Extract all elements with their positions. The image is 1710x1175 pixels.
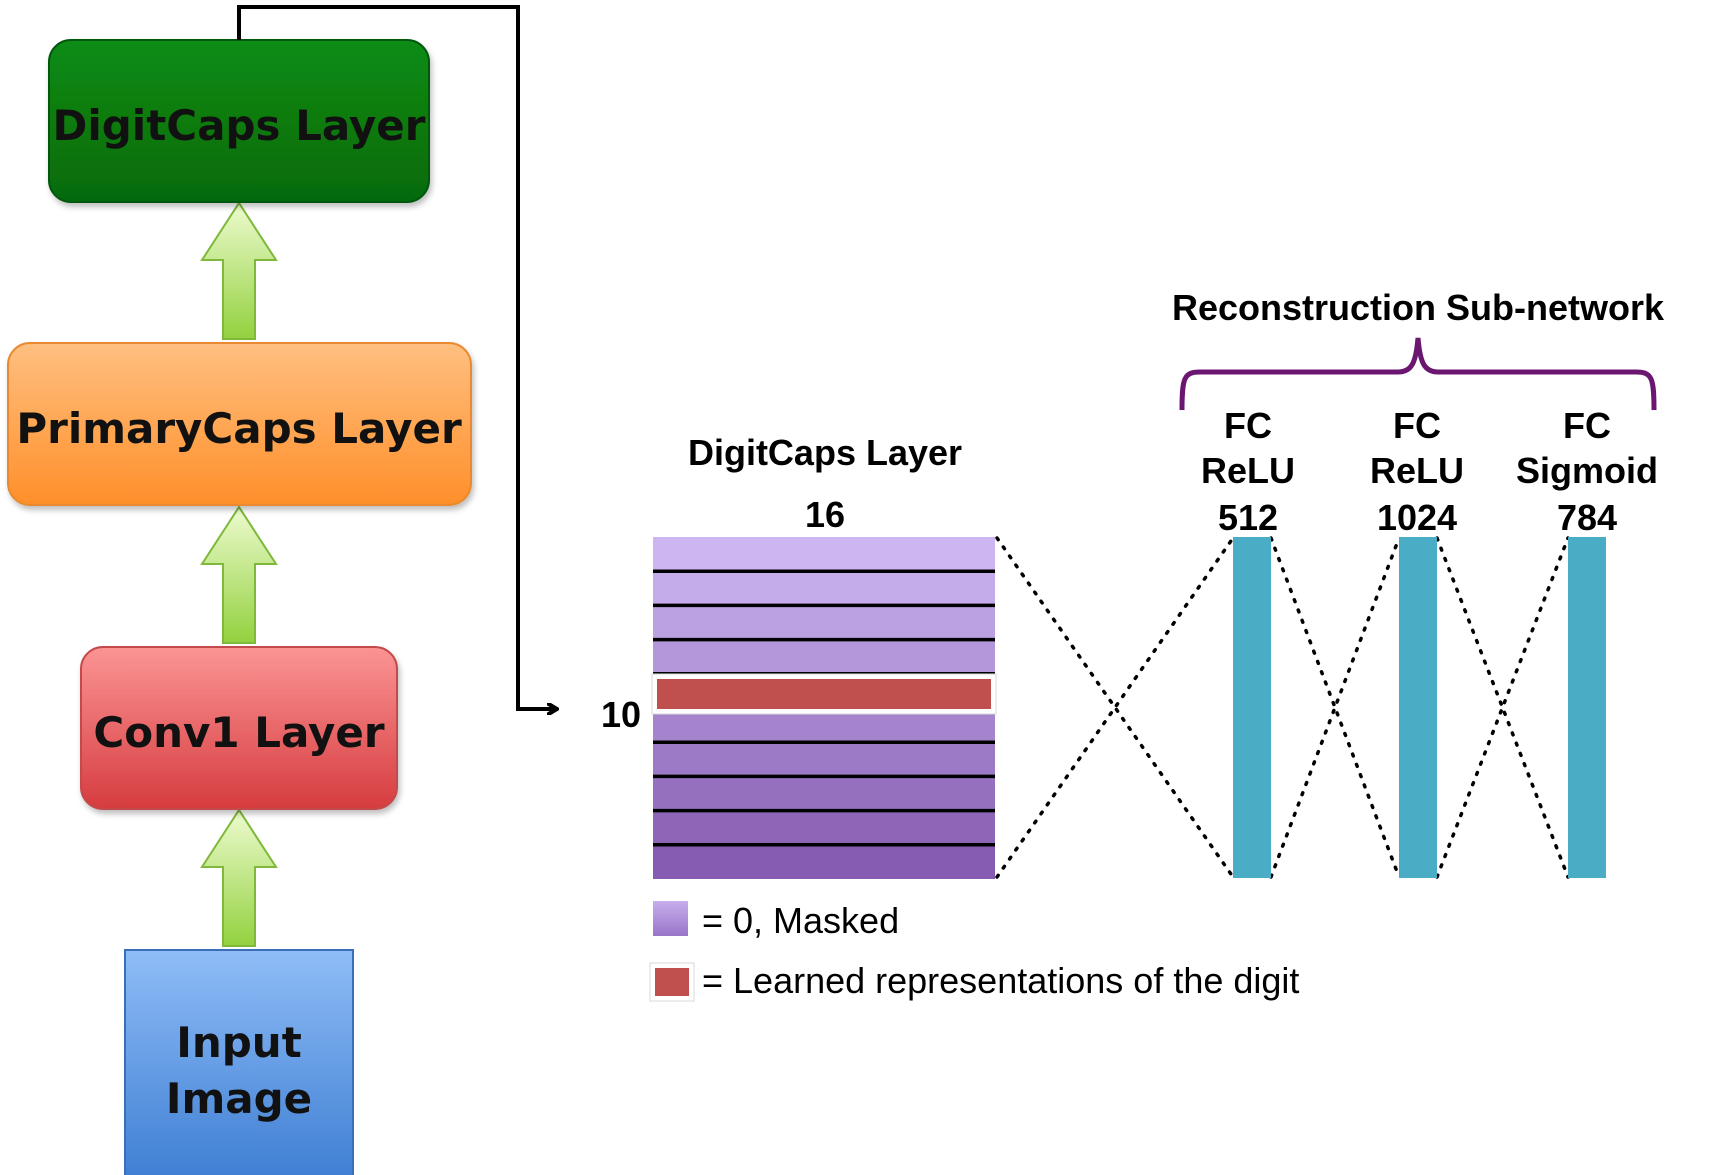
matrix-row [653, 537, 995, 572]
digitcaps-layer-label: DigitCaps Layer [52, 101, 425, 150]
encoder-stack: Input Image Conv1 Layer PrimaryCaps Laye… [7, 39, 472, 1175]
dotted-connections [995, 536, 1570, 879]
fc-layer-1-type: FC [1224, 405, 1272, 446]
dotted-connection-line [995, 536, 1235, 879]
learned-representation-row [651, 673, 997, 715]
matrix-row [653, 605, 995, 640]
fc-layer-3-type: FC [1563, 405, 1611, 446]
fc-layer-2: FC ReLU 1024 [1370, 405, 1464, 878]
fc-layer-1: FC ReLU 512 [1201, 405, 1295, 878]
fc-layer-1-bar [1233, 537, 1271, 878]
legend-learned-label: = Learned representations of the digit [702, 960, 1299, 1001]
matrix-columns-label: 16 [805, 494, 845, 535]
fc-layer-1-activation: ReLU [1201, 450, 1295, 491]
reconstruction-brace [1179, 337, 1657, 411]
legend-masked-swatch [653, 901, 688, 936]
legend: = 0, Masked = Learned representations of… [649, 900, 1299, 1002]
fc-layer-2-activation: ReLU [1370, 450, 1464, 491]
conv1-layer-label: Conv1 Layer [93, 708, 384, 757]
legend-item-learned: = Learned representations of the digit [649, 960, 1299, 1002]
up-arrow-conv1-to-primarycaps [200, 505, 278, 644]
fc-layer-3: FC Sigmoid 784 [1516, 405, 1658, 878]
legend-learned-swatch [655, 968, 689, 996]
fc-layer-2-type: FC [1393, 405, 1441, 446]
primarycaps-layer-box [7, 342, 472, 506]
matrix-row [653, 571, 995, 606]
digitcaps-to-matrix-connector [237, 5, 557, 709]
reconstruction-subnetwork: Reconstruction Sub-network FC ReLU 512 F… [1172, 287, 1665, 878]
digitcaps-matrix: DigitCaps Layer 16 10 [601, 432, 997, 879]
matrix-rows-label: 10 [601, 694, 641, 735]
fc-layer-2-bar [1399, 537, 1437, 878]
up-arrow-primarycaps-to-digitcaps [200, 201, 278, 340]
input-image-label-line1: Input [176, 1018, 302, 1067]
legend-masked-label: = 0, Masked [702, 900, 899, 941]
matrix-row [653, 639, 995, 674]
legend-item-masked: = 0, Masked [653, 900, 899, 941]
up-arrow-input-to-conv1 [200, 808, 278, 947]
matrix-title: DigitCaps Layer [688, 432, 962, 473]
reconstruction-title: Reconstruction Sub-network [1172, 287, 1665, 328]
matrix-row [653, 742, 995, 777]
dotted-connection-line [995, 536, 1235, 879]
matrix-row [653, 776, 995, 811]
fc-layer-3-bar [1568, 537, 1606, 878]
matrix-row [653, 844, 995, 879]
fc-layer-1-units: 512 [1218, 497, 1278, 538]
matrix-row [653, 810, 995, 845]
input-image-label-line2: Image [166, 1074, 312, 1123]
conv1-layer-box [80, 646, 398, 810]
input-image-box: Input Image [124, 949, 354, 1175]
primarycaps-layer-label: PrimaryCaps Layer [16, 404, 462, 453]
fc-layer-2-units: 1024 [1377, 497, 1457, 538]
fc-layer-3-units: 784 [1557, 497, 1617, 538]
fc-layer-3-activation: Sigmoid [1516, 450, 1658, 491]
